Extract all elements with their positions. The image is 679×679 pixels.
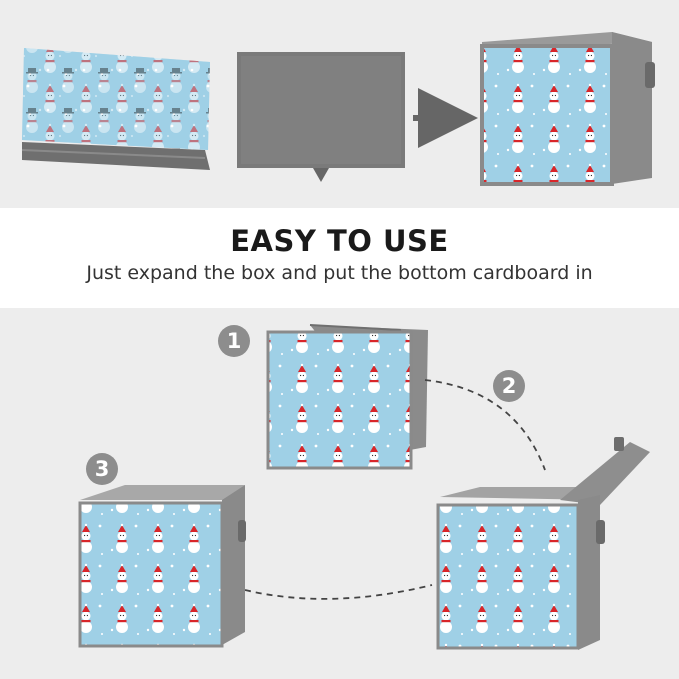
box-step-3 (78, 485, 246, 648)
assembled-box-top (480, 32, 655, 186)
page-title: EASY TO USE (230, 224, 449, 258)
box-step-2 (436, 437, 650, 650)
dashed-curve-arrow-icon (424, 379, 546, 471)
page-subtitle: Just expand the box and put the bottom c… (86, 262, 593, 284)
dashed-connector (244, 584, 433, 600)
box-step-1 (266, 324, 428, 470)
step-badge-2: 2 (493, 370, 525, 402)
step-badge-3: 3 (86, 453, 118, 485)
bottom-cardboard (237, 52, 405, 182)
step-badge-1: 1 (218, 325, 250, 357)
folded-box (21, 48, 210, 170)
